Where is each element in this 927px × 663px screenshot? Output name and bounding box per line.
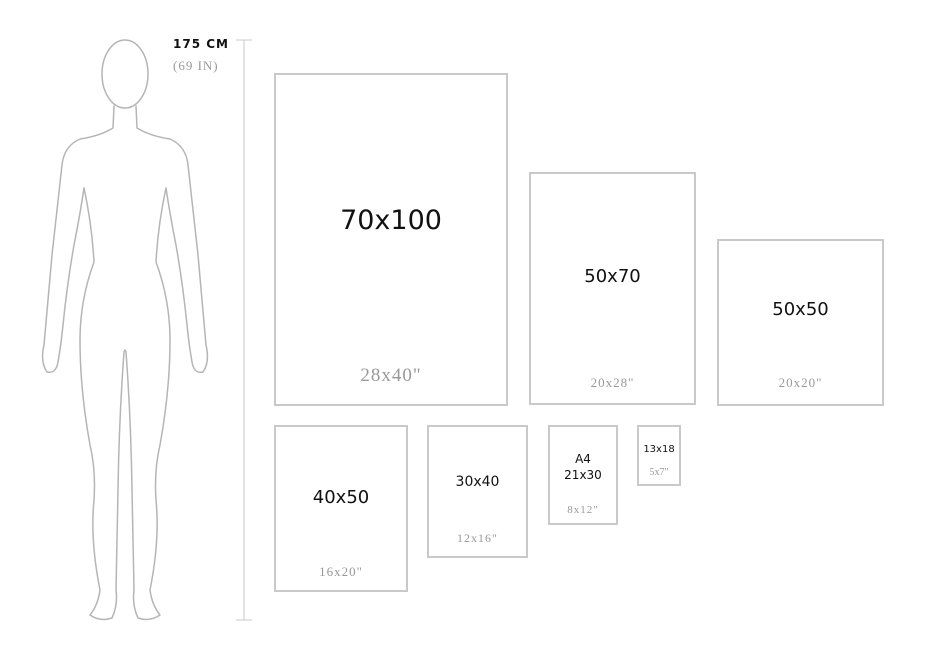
frame-30x40: 30x40 12x16" xyxy=(427,425,528,558)
size-inches: 28x40" xyxy=(360,365,422,386)
height-cm-label: 175 CM xyxy=(173,37,229,51)
height-ruler xyxy=(236,39,252,621)
frame-50x50: 50x50 20x20" xyxy=(717,239,884,406)
size-cm: 21x30 xyxy=(564,468,602,482)
frame-40x50: 40x50 16x20" xyxy=(274,425,408,592)
frame-70x100: 70x100 28x40" xyxy=(274,73,508,406)
size-inches: 5x7" xyxy=(649,467,669,478)
size-cm: 30x40 xyxy=(455,474,500,490)
size-inches: 12x16" xyxy=(457,531,498,545)
human-silhouette xyxy=(41,39,252,621)
frame-13x18: 13x18 5x7" xyxy=(637,425,681,486)
height-in-label: (69 IN) xyxy=(173,58,219,73)
size-cm: 50x50 xyxy=(772,299,829,320)
size-cm: 40x50 xyxy=(312,487,370,508)
size-name: A4 xyxy=(575,452,591,466)
size-inches: 20x20" xyxy=(778,375,823,390)
size-inches: 16x20" xyxy=(319,564,363,579)
size-cm: 70x100 xyxy=(340,205,442,236)
size-inches: 8x12" xyxy=(567,504,599,516)
frame-a4: A4 21x30 8x12" xyxy=(548,425,618,525)
frame-50x70: 50x70 20x28" xyxy=(529,172,696,405)
size-cm: 50x70 xyxy=(584,266,641,287)
size-inches: 20x28" xyxy=(590,375,635,390)
size-cm: 13x18 xyxy=(643,444,675,455)
